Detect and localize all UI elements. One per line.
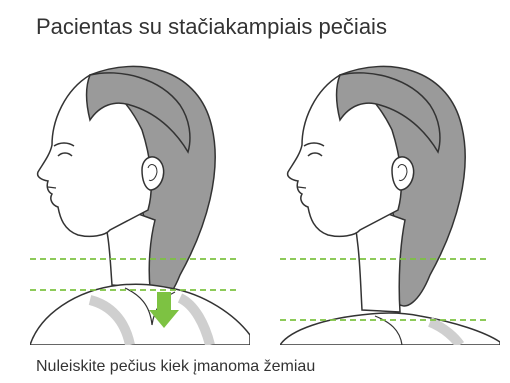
illustration-after — [280, 60, 500, 345]
shoulders — [280, 313, 500, 345]
illustration-before — [30, 60, 250, 345]
instruction-caption: Nuleiskite pečius kiek įmanoma žemiau — [36, 358, 315, 376]
shoulders — [30, 284, 250, 345]
page-title: Pacientas su stačiakampiais pečiais — [36, 14, 387, 40]
